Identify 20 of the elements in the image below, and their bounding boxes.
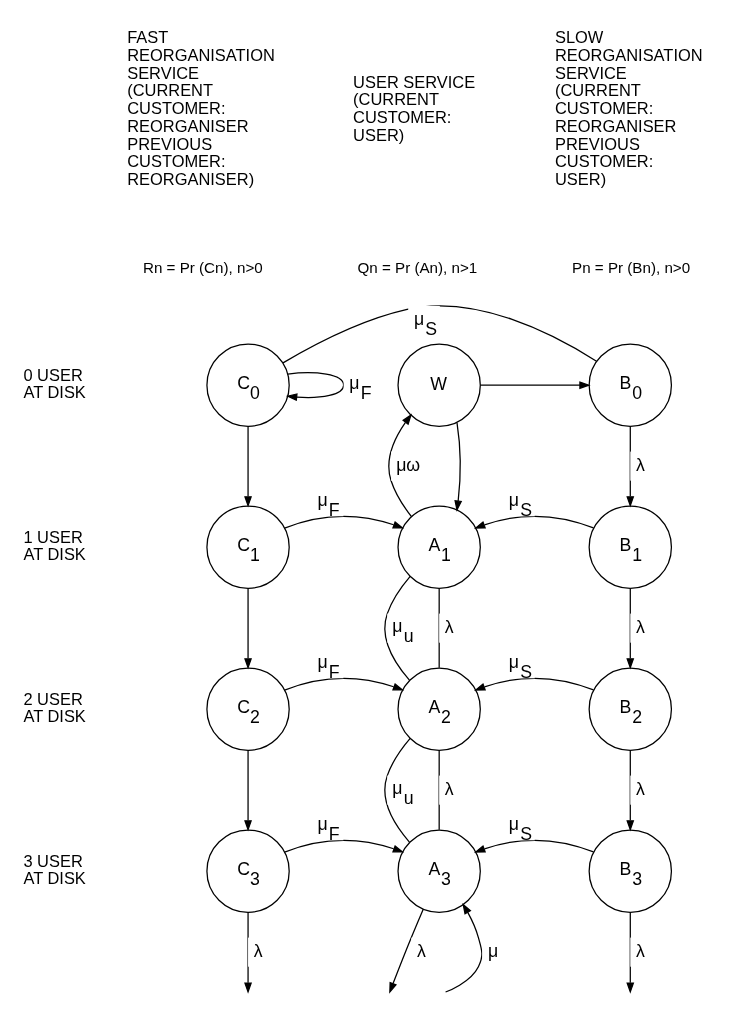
label: FAST REORGANISATION SERVICE (CURRENT CUSTOMER: REORGANISER PREVIOUS CUSTOMER: REORGANISER) bbox=[127, 27, 275, 188]
label: USER SERVICE (CURRENT CUSTOMER: USER) bbox=[353, 72, 476, 144]
edge-label: λ bbox=[635, 778, 645, 799]
edge-label: λ bbox=[253, 940, 263, 961]
label: SLOW REORGANISATION SERVICE (CURRENT CUSTOMER: REORGANISER PREVIOUS CUSTOMER: USER) bbox=[554, 27, 703, 188]
edge-label: λ bbox=[635, 940, 645, 961]
label: Qn = Pr (An), n>1 bbox=[357, 258, 478, 276]
edge-label: μω bbox=[396, 454, 421, 475]
edge-label: λ bbox=[444, 616, 454, 637]
edge-label: λ bbox=[635, 616, 645, 637]
label: 1 USER AT DISK bbox=[23, 527, 86, 563]
edge-label: μ bbox=[487, 940, 499, 961]
label: Pn = Pr (Bn), n>0 bbox=[572, 258, 691, 276]
edge-label: λ bbox=[444, 778, 454, 799]
label: Rn = Pr (Cn), n>0 bbox=[143, 258, 263, 276]
label: 2 USER AT DISK bbox=[23, 689, 86, 725]
edge-label: λ bbox=[417, 940, 426, 961]
label: 0 USER AT DISK bbox=[23, 365, 86, 401]
label: 3 USER AT DISK bbox=[23, 851, 86, 887]
edge-label: λ bbox=[635, 454, 645, 475]
